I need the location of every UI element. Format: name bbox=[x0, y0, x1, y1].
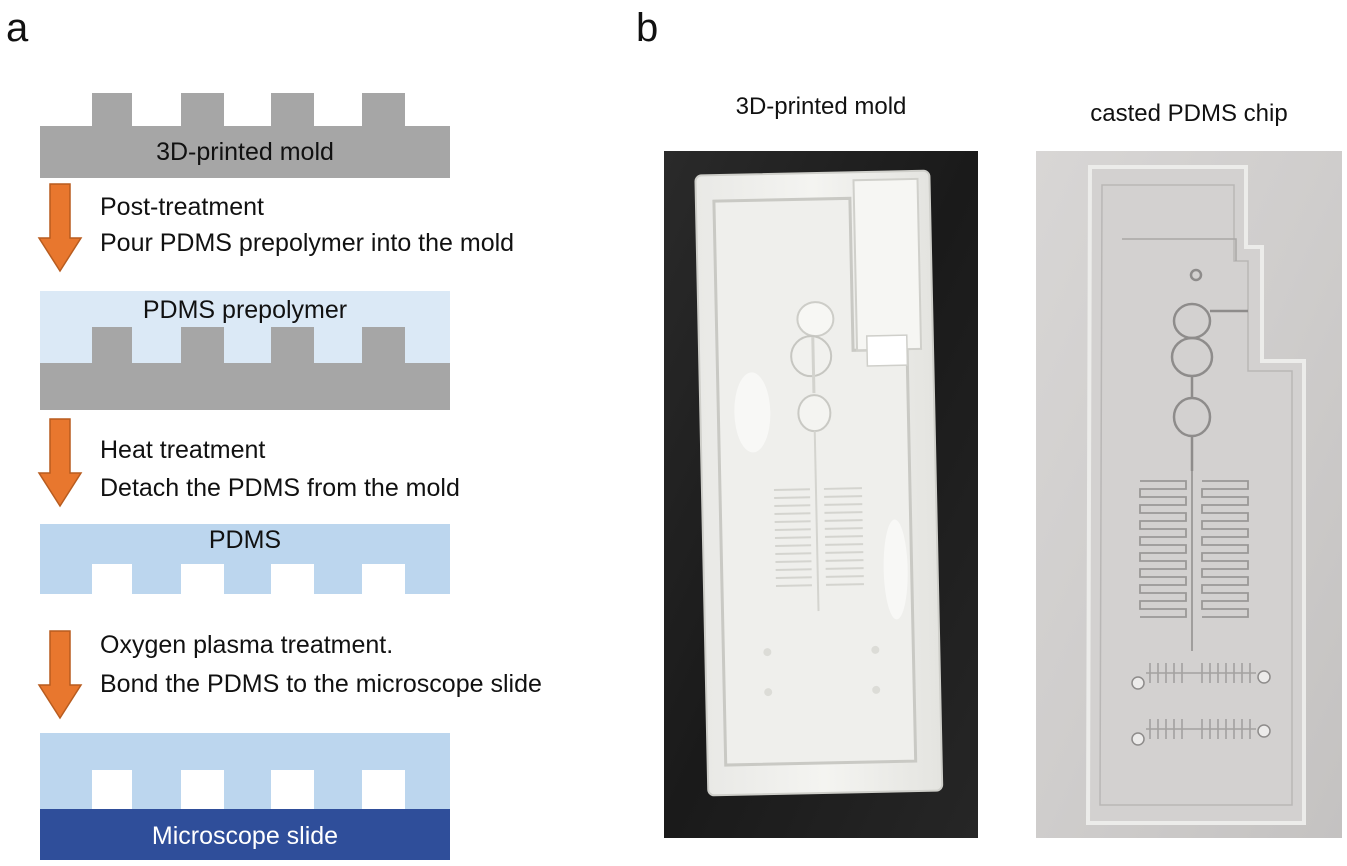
bonded-stage: Microscope slide bbox=[40, 733, 450, 860]
pdms-shape bbox=[40, 733, 450, 809]
mold-drawing bbox=[40, 93, 450, 178]
photo-title-chip: casted PDMS chip bbox=[1090, 100, 1288, 127]
arrow-down-icon bbox=[37, 418, 83, 508]
arrow-down-icon bbox=[37, 183, 83, 273]
pdms-label: PDMS bbox=[208, 526, 282, 554]
pdms-shape bbox=[40, 524, 450, 594]
pdms-stage: PDMS bbox=[40, 524, 450, 594]
mold-photo bbox=[664, 151, 978, 838]
slide-layer bbox=[40, 809, 450, 860]
pdms-drawing bbox=[40, 524, 450, 594]
prepolymer-drawing bbox=[40, 291, 450, 410]
step-1-line-2: Pour PDMS prepolymer into the mold bbox=[100, 229, 515, 257]
prepolymer-stage: PDMS prepolymer bbox=[40, 291, 450, 410]
bonded-drawing bbox=[40, 733, 450, 860]
pdms-chip-photo bbox=[1036, 151, 1342, 838]
step-1-line-1: Post-treatment bbox=[100, 193, 264, 221]
slide-label: Microscope slide bbox=[151, 822, 339, 850]
step-2-line-1: Heat treatment bbox=[100, 436, 266, 464]
mold-label: 3D-printed mold bbox=[156, 138, 334, 166]
step-2-line-2: Detach the PDMS from the mold bbox=[100, 474, 460, 502]
panel-letter-b: b bbox=[636, 6, 659, 50]
photo-title-mold: 3D-printed mold bbox=[735, 93, 907, 120]
mold-stage: 3D-printed mold bbox=[40, 93, 450, 178]
prepolymer-label: PDMS prepolymer bbox=[142, 296, 348, 324]
step-3-line-2: Bond the PDMS to the microscope slide bbox=[100, 670, 542, 698]
mold-shape bbox=[40, 93, 450, 178]
step-3-line-1: Oxygen plasma treatment. bbox=[100, 631, 394, 659]
panel-letter-a: a bbox=[6, 6, 29, 50]
arrow-down-icon bbox=[37, 630, 83, 720]
mold-shape bbox=[40, 327, 450, 410]
